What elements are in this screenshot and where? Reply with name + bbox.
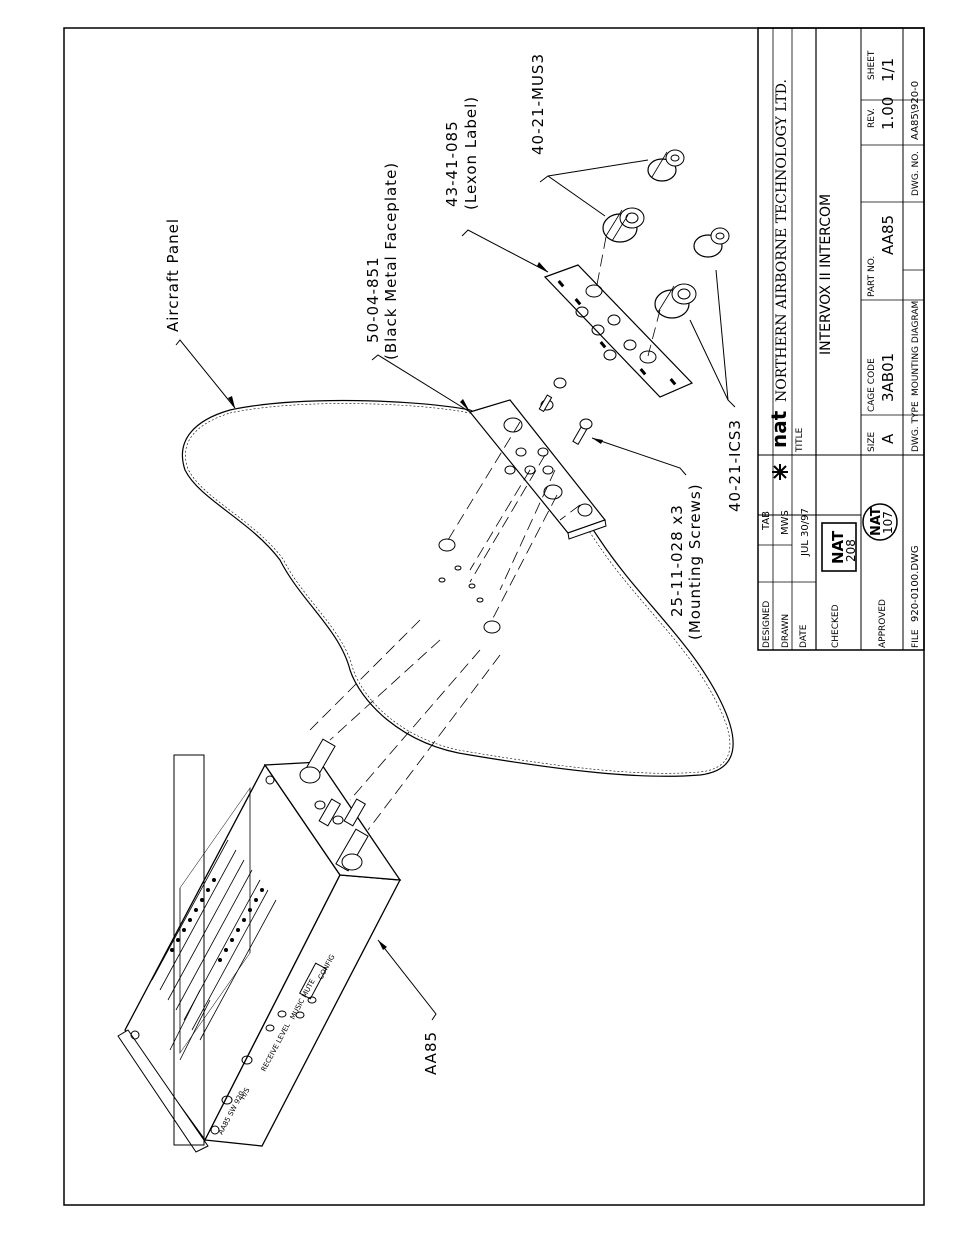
label-checked: CHECKED	[831, 604, 841, 648]
value-size: A	[879, 433, 897, 444]
label-designed: DESIGNED	[762, 601, 772, 648]
faceplate	[468, 399, 607, 540]
label-date: DATE	[799, 624, 809, 648]
label-dwg-type: DWG. TYPE	[911, 401, 921, 452]
value-designed: TAB	[761, 511, 772, 531]
title-block	[757, 27, 925, 651]
label-sheet: SHEET	[867, 50, 877, 80]
leader-aircraft-panel	[175, 339, 236, 409]
leader-aa85	[377, 939, 437, 1021]
label-rev: REV.	[867, 108, 877, 128]
label-approved: APPROVED	[878, 599, 888, 648]
leader-screws	[591, 437, 687, 476]
value-dwg-no: AA85\920-0	[910, 81, 921, 140]
knob-mus-large	[602, 207, 645, 243]
label-part: PART NO.	[867, 256, 877, 297]
value-file: 920-0100.DWG	[910, 545, 921, 622]
note-box	[173, 754, 205, 1146]
label-file: FILE	[911, 629, 921, 648]
knob-mus-small	[647, 149, 685, 182]
label-size: SIZE	[867, 431, 877, 452]
alignment-lines	[309, 236, 661, 831]
company-name: NORTHERN AIRBORNE TECHNOLOGY LTD.	[774, 79, 790, 402]
callout-aa85: AA85	[422, 1031, 440, 1075]
value-cage: 3AB01	[879, 353, 897, 402]
value-drawn: MWS	[780, 510, 791, 535]
leader-knob-ics	[689, 319, 736, 408]
callout-label-desc: (Lexon Label)	[462, 96, 480, 210]
company-logo: nat	[767, 410, 791, 448]
callout-screws-part: 25-11-028 x3	[668, 504, 686, 617]
label-title: TITLE	[795, 427, 805, 453]
aircraft-panel	[181, 399, 734, 777]
callout-knob-mus: 40-21-MUS3	[529, 53, 547, 155]
label-dwg-no: DWG. NO.	[911, 151, 921, 196]
callout-label-part: 43-41-085	[443, 120, 461, 207]
callout-faceplate-desc: (Black Metal Faceplate)	[382, 162, 400, 360]
stamp-approved-2: 107	[881, 511, 895, 534]
callout-screws-desc: (Mounting Screws)	[686, 483, 704, 640]
callout-faceplate-part: 50-04-851	[364, 256, 382, 343]
leader-faceplate	[371, 354, 471, 413]
screws-hardware	[438, 377, 593, 634]
stamp-checked-1: NAT	[829, 530, 847, 564]
callout-knob-ics: 40-21-ICS3	[726, 419, 744, 512]
value-title: INTERVOX II INTERCOM	[818, 194, 834, 355]
value-part: AA85	[879, 215, 897, 255]
knob-ics-large	[654, 283, 697, 319]
stamp-approved-1: NAT	[869, 507, 884, 536]
approved-stamp	[862, 503, 898, 541]
value-date: JUL 30/97	[800, 508, 811, 557]
knob-ics-small	[693, 227, 730, 258]
label-drawn: DRAWN	[781, 614, 791, 648]
value-rev: 1.00	[879, 97, 897, 130]
lexan-label	[543, 264, 694, 398]
callout-aircraft-panel: Aircraft Panel	[164, 218, 182, 332]
nat-star-icon	[772, 464, 788, 480]
leader-knob-mus	[539, 175, 606, 217]
leader-lexan-label	[461, 229, 549, 273]
stamp-checked-2: 208	[844, 539, 858, 562]
value-sheet: 1/1	[879, 58, 897, 82]
aa85-unit	[117, 738, 402, 1153]
title-block-text: DESIGNED TAB DRAWN MWS DATE JUL 30/97 CH…	[761, 50, 921, 648]
value-dwg-type: MOUNTING DIAGRAM	[911, 301, 921, 396]
label-cage: CAGE CODE	[867, 358, 877, 412]
